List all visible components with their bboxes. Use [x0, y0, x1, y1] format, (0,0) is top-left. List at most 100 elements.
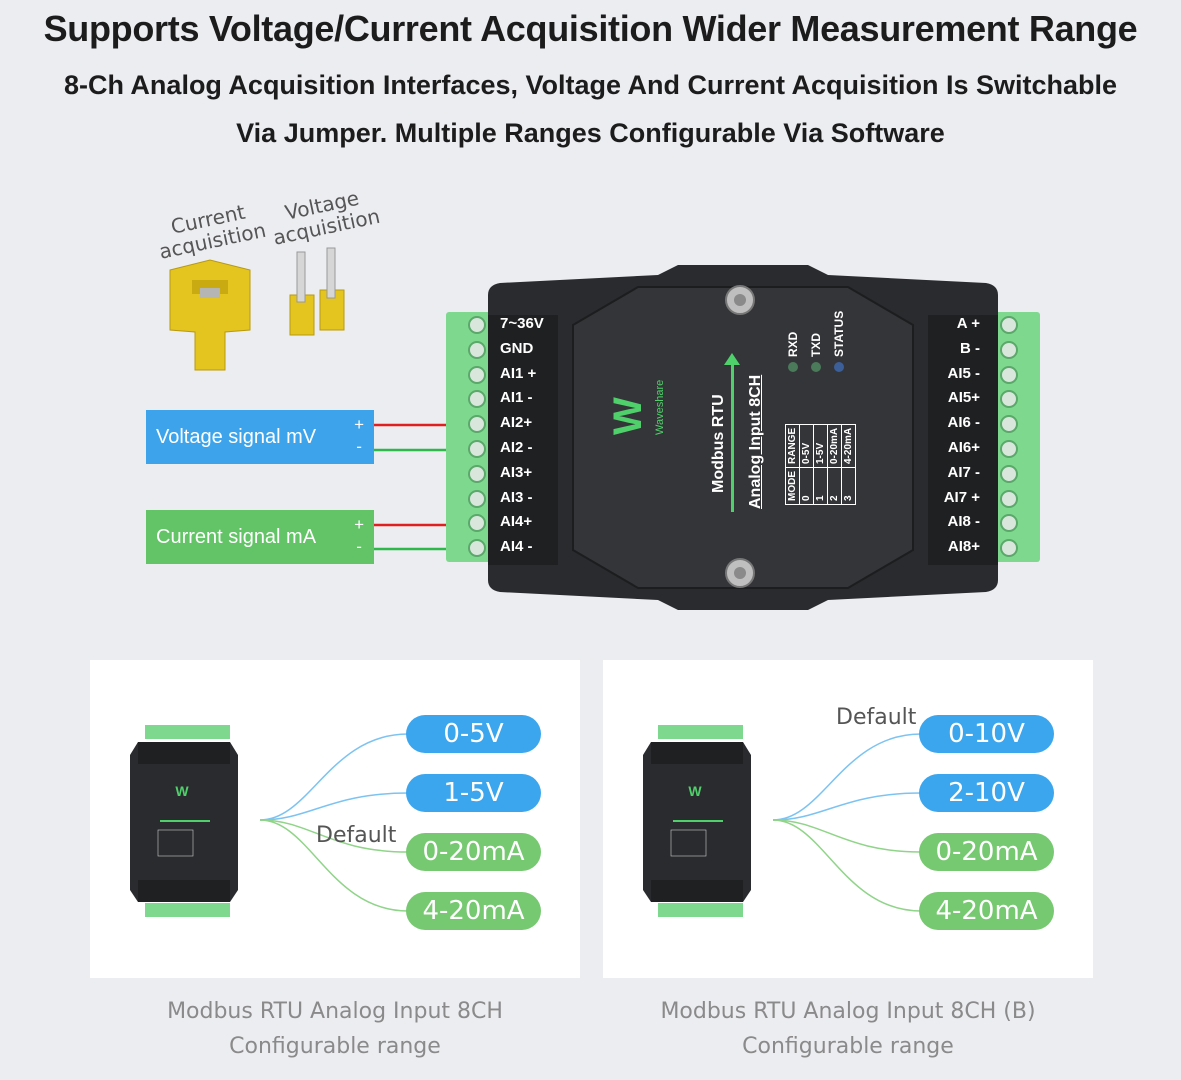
current-signal-box: Current signal mA + -	[146, 510, 374, 564]
range-pill: 0-10V	[919, 715, 1054, 753]
current-signal-label: Current signal mA	[156, 525, 317, 548]
table-cell-range: 0-20mA	[827, 424, 842, 468]
pin-label: AI7 -	[947, 463, 980, 481]
pin-label: A +	[956, 315, 980, 332]
current-minus: -	[356, 537, 362, 556]
range-pill: 0-20mA	[919, 833, 1054, 871]
voltage-plus: +	[354, 415, 364, 434]
pin-label: AI6 -	[947, 414, 980, 432]
table-header-range: RANGE	[785, 424, 800, 468]
page-headline: Supports Voltage/Current Acquisition Wid…	[43, 8, 1138, 49]
pin-label: AI2 -	[500, 439, 533, 456]
terminal-screw	[468, 514, 486, 533]
pin-label: AI3 -	[500, 488, 533, 506]
voltage-signal-box: Voltage signal mV + -	[146, 410, 374, 464]
caption-b-line-2: Configurable range	[742, 1034, 954, 1059]
pin-label: GND	[500, 339, 534, 357]
caption-standard-line-1: Modbus RTU Analog Input 8CH	[167, 999, 503, 1024]
terminal-screw	[1000, 415, 1018, 434]
terminal-screw	[468, 415, 486, 434]
pin-label: AI1 -	[500, 389, 533, 407]
pin-label: AI8 -	[947, 513, 980, 531]
jumper-caps-image	[169, 247, 345, 371]
caption-b-line-1: Modbus RTU Analog Input 8CH (B)	[660, 999, 1036, 1024]
table-cell-mode: 3	[841, 467, 856, 505]
default-range-label: Default	[316, 823, 397, 848]
pin-label: B -	[960, 339, 980, 357]
terminal-screw	[468, 340, 486, 359]
table-cell-mode: 0	[799, 467, 814, 505]
range-connector-line	[259, 819, 409, 853]
table-cell-mode: 2	[827, 467, 842, 505]
terminal-screw	[1000, 316, 1018, 334]
table-cell-mode: 1	[813, 467, 828, 505]
module-thumbnail-and-connectors: W	[643, 725, 922, 917]
range-pill: 4-20mA	[406, 892, 541, 930]
module-enclosure	[488, 265, 998, 610]
voltage-minus: -	[356, 437, 362, 456]
range-pill: 0-20mA	[406, 833, 541, 871]
caption-standard-line-2: Configurable range	[229, 1034, 441, 1059]
current-signal-polarity: + -	[354, 514, 364, 558]
terminal-screw	[1000, 365, 1018, 384]
terminal-screw	[468, 539, 486, 558]
range-pill: 4-20mA	[919, 892, 1054, 930]
pin-label: AI5+	[947, 389, 980, 407]
left-terminal-block	[446, 312, 496, 562]
current-plus: +	[354, 515, 364, 534]
table-header-mode: MODE	[785, 467, 800, 505]
terminal-screw	[1000, 390, 1018, 409]
waveshare-logo: W	[606, 397, 650, 435]
terminal-screw	[1000, 514, 1018, 533]
terminal-screw	[468, 365, 486, 384]
terminal-screw	[1000, 464, 1018, 483]
terminal-screw	[1000, 440, 1018, 458]
caption-standard: Modbus RTU Analog Input 8CH Configurable…	[90, 994, 580, 1064]
table-cell-range: 0-5V	[799, 424, 814, 468]
brand-block: W Waveshare	[606, 315, 666, 435]
svg-text:W: W	[688, 783, 702, 799]
pin-label: AI2+	[500, 414, 533, 432]
brand-name: Waveshare	[654, 379, 666, 435]
module-title-line-1: Modbus RTU	[710, 394, 727, 493]
right-terminal-block	[990, 312, 1040, 562]
range-connector-line	[772, 733, 922, 821]
terminal-screw	[468, 316, 486, 334]
table-cell-range: 4-20mA	[841, 424, 856, 468]
terminal-screw	[468, 440, 486, 458]
terminal-screw	[1000, 539, 1018, 558]
module-thumbnail-and-connectors: W	[130, 725, 409, 917]
signal-wires	[374, 423, 454, 551]
range-connector-line	[772, 819, 922, 853]
table-cell-range: 1-5V	[813, 424, 828, 468]
range-connector-line	[259, 733, 409, 821]
module-title-line-2: Analog Input 8CH	[747, 374, 764, 509]
terminal-screw	[1000, 340, 1018, 359]
led-label: TXD	[809, 333, 823, 357]
voltage-signal-polarity: + -	[354, 414, 364, 458]
pin-label: AI8+	[947, 538, 980, 556]
page-subtitle-line-1: 8-Ch Analog Acquisition Interfaces, Volt…	[63, 70, 1118, 100]
pin-label: AI1 +	[500, 364, 537, 382]
default-range-label: Default	[836, 705, 917, 730]
pin-label: AI7 +	[943, 488, 980, 506]
svg-text:W: W	[175, 783, 189, 799]
caption-b: Modbus RTU Analog Input 8CH (B) Configur…	[603, 994, 1093, 1064]
pin-label: AI3+	[500, 463, 533, 481]
range-connector-line	[772, 792, 922, 821]
range-connector-line	[772, 819, 922, 912]
voltage-signal-label: Voltage signal mV	[156, 425, 317, 448]
led-label: STATUS	[832, 310, 846, 357]
voltage-acquisition-label: Voltage acquisition	[267, 183, 382, 250]
page-subtitle-line-2: Via Jumper. Multiple Ranges Configurable…	[236, 118, 945, 148]
pin-label: AI5 -	[947, 364, 980, 382]
range-connector-line	[259, 792, 409, 821]
